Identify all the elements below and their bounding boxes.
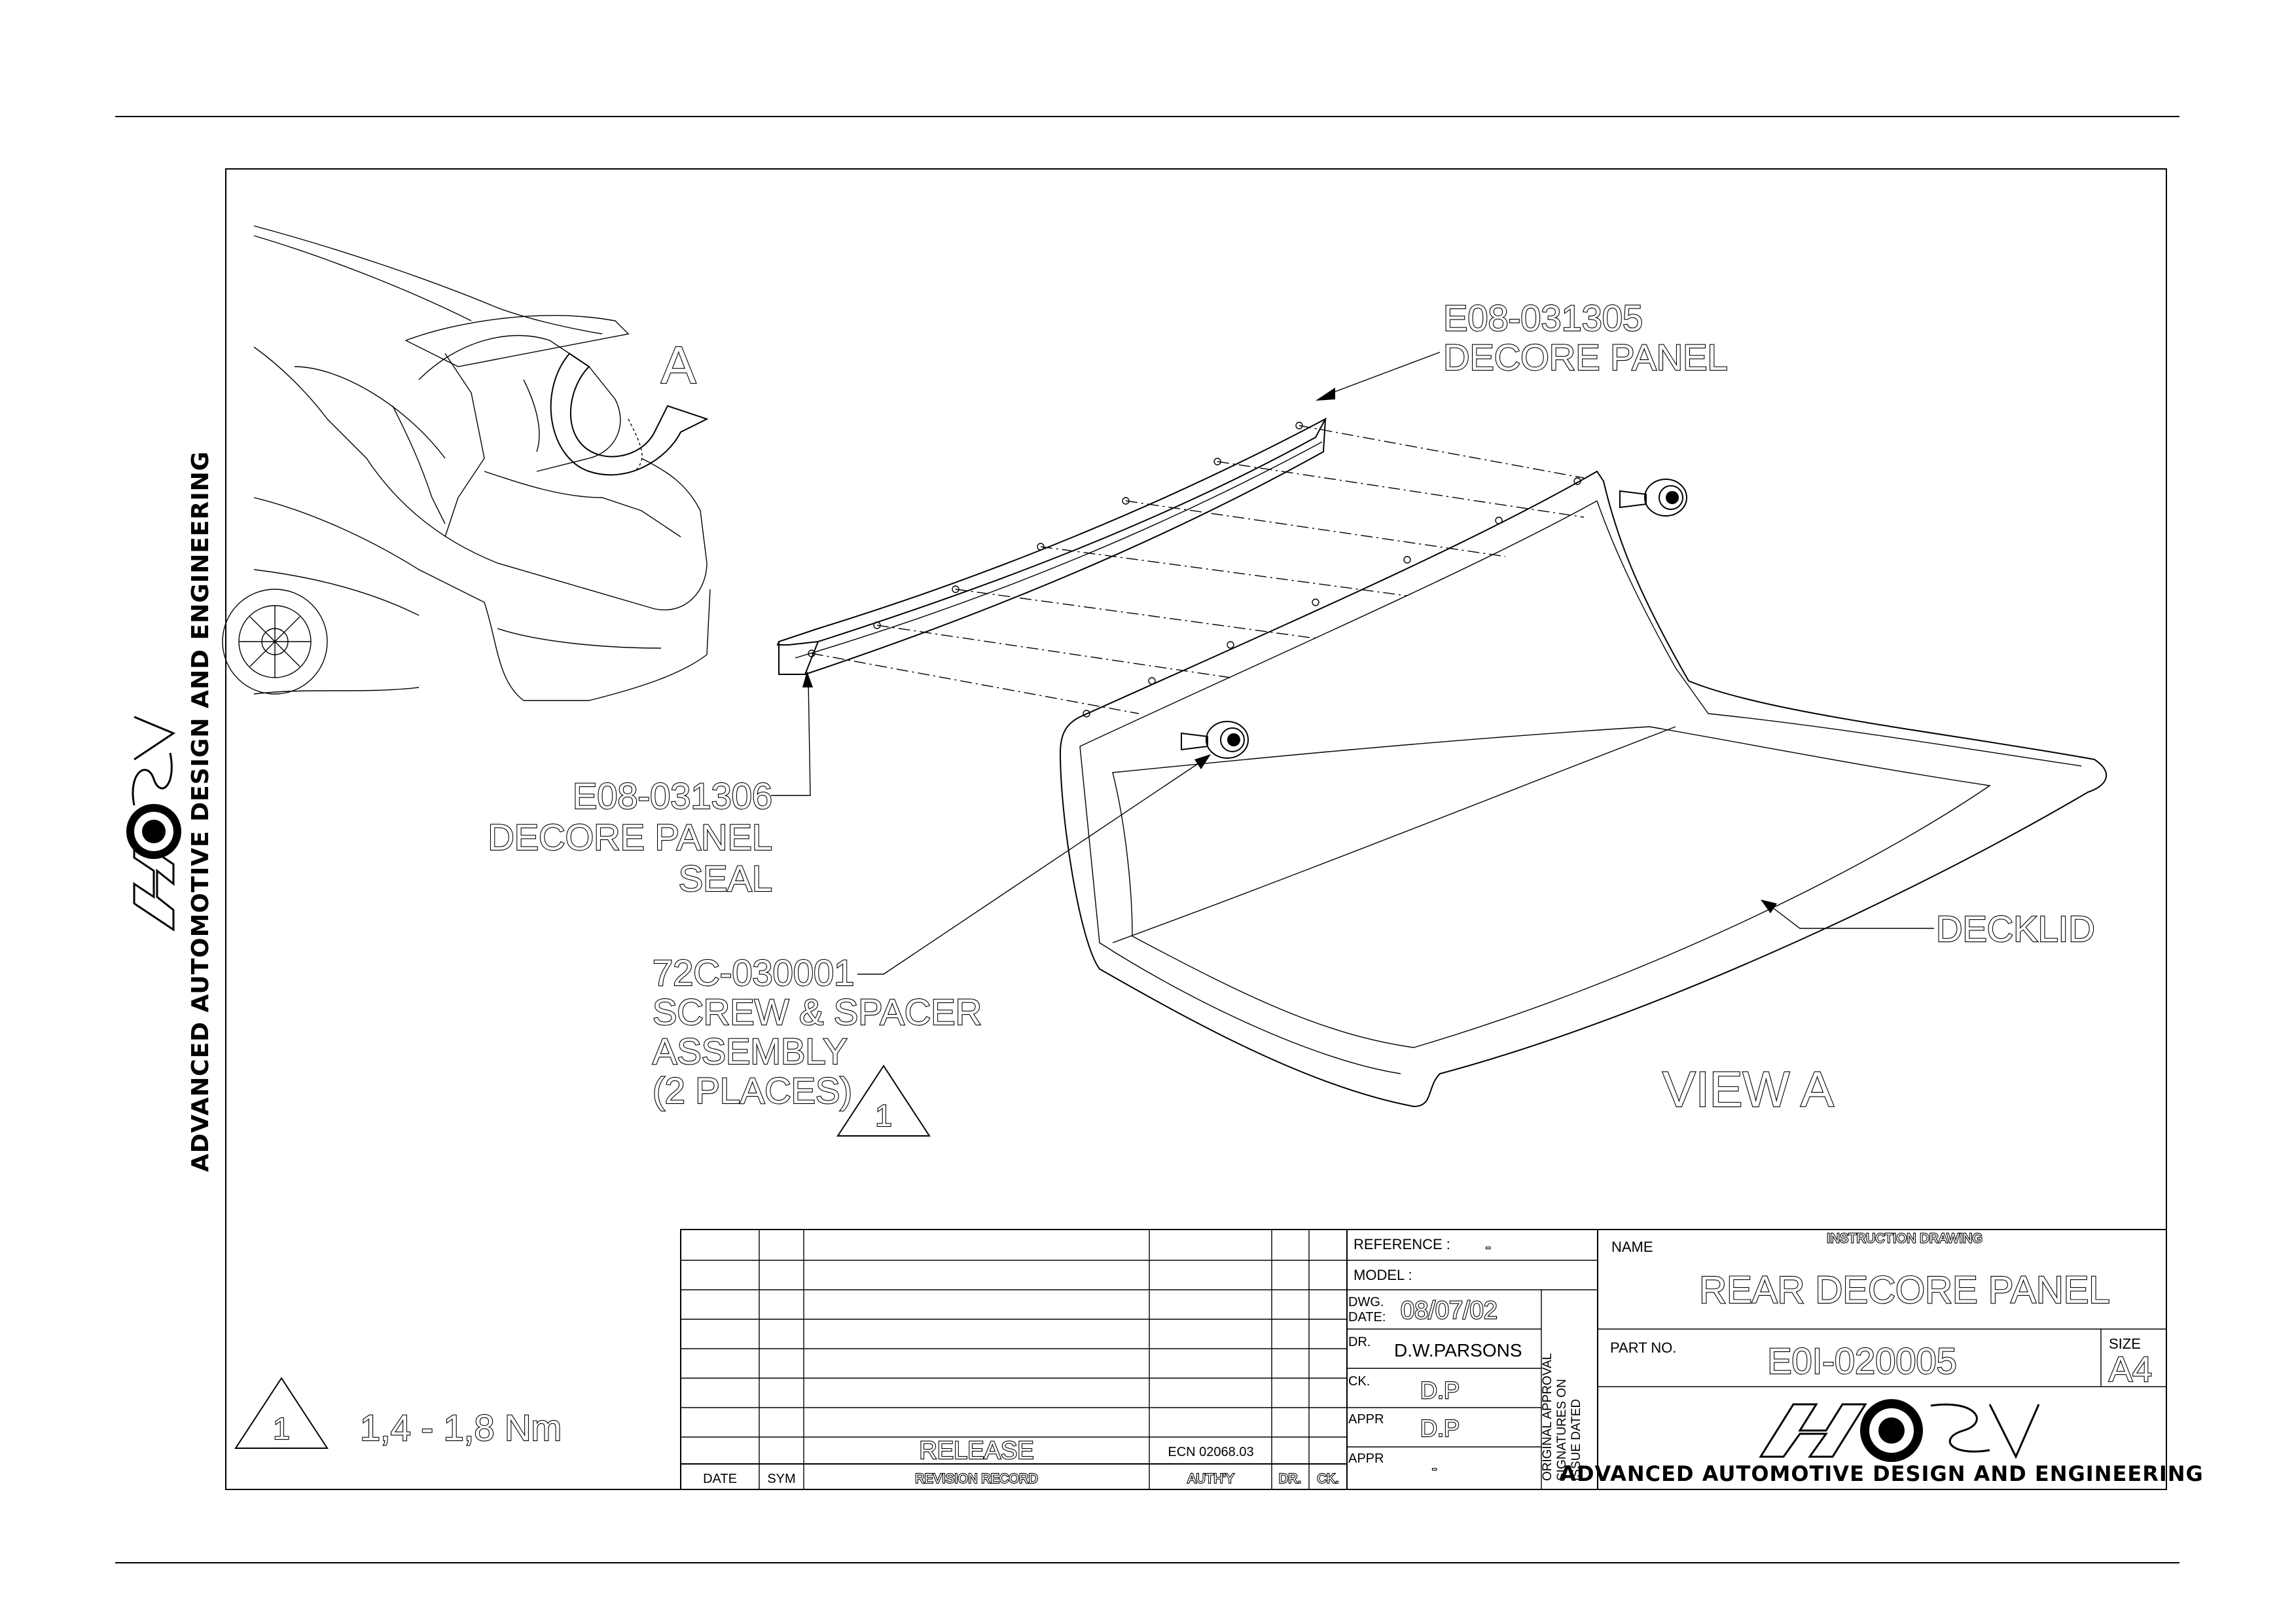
- hsv-h-icon: [1759, 1403, 1867, 1458]
- rev-header-date: DATE: [703, 1472, 737, 1486]
- appr1-value: D.P: [1420, 1415, 1460, 1442]
- torque-value: 1,4 - 1,8 Nm: [360, 1407, 562, 1448]
- decore-panel-part-number: E08-031305: [1443, 297, 1643, 338]
- seal-part-number: E08-031306: [573, 775, 772, 816]
- rev-header-dr: DR.: [1279, 1472, 1301, 1486]
- dr-value: D.W.PARSONS: [1394, 1340, 1522, 1360]
- alignment-lines: [811, 425, 1585, 714]
- screw-name-line3: (2 PLACES): [653, 1070, 852, 1111]
- rev-row-record: RELEASE: [919, 1437, 1033, 1465]
- appr2-value: -: [1432, 1460, 1437, 1476]
- side-branding: ADVANCED AUTOMOTIVE DESIGN AND ENGINEERI…: [187, 451, 214, 1172]
- screw-spacer-left: [1181, 721, 1249, 759]
- dr-label: DR.: [1348, 1335, 1371, 1349]
- svg-text:ORIGINAL APPROVAL: ORIGINAL APPROVAL: [1541, 1353, 1554, 1481]
- seal-name-line1: DECORE PANEL: [488, 816, 772, 858]
- rev-header-auth: AUTH'Y: [1187, 1472, 1234, 1486]
- approval-note: ORIGINAL APPROVAL SIGNATURES ON ISSUE DA…: [1541, 1353, 1583, 1481]
- decore-panel-part: [776, 417, 1327, 675]
- screw-name-line1: SCREW & SPACER: [653, 991, 982, 1032]
- title-block: [1597, 1229, 2167, 1490]
- svg-text:SIGNATURES ON: SIGNATURES ON: [1555, 1379, 1569, 1481]
- panel-holes: [808, 422, 1303, 657]
- rev-header-record: REVISION RECORD: [915, 1472, 1038, 1486]
- arrowhead-icon: [1316, 388, 1335, 401]
- part-no-label: PART NO.: [1610, 1340, 1676, 1356]
- screw-part-number: 72C-030001: [653, 952, 854, 993]
- part-no-value: E0I-020005: [1767, 1340, 1957, 1381]
- screw-name-line2: ASSEMBLY: [653, 1030, 848, 1072]
- hsv-sv-icon: [1930, 1403, 2040, 1459]
- appr1-label: APPR: [1348, 1412, 1384, 1427]
- ck-value: D.P: [1420, 1377, 1460, 1404]
- rev-row-auth: ECN 02068.03: [1168, 1445, 1253, 1459]
- reference-label: REFERENCE :: [1354, 1236, 1450, 1252]
- torque-flag-triangle: 1: [234, 1377, 329, 1449]
- side-logo: [126, 716, 181, 932]
- screw-spacer-right: [1619, 479, 1687, 517]
- name-label: NAME: [1611, 1239, 1653, 1255]
- reference-value: -: [1486, 1239, 1490, 1255]
- decklid-holes: [1083, 477, 1581, 718]
- revision-table: [680, 1229, 1348, 1490]
- decklid-label: DECKLID: [1936, 908, 2095, 949]
- decore-panel-name: DECORE PANEL: [1443, 337, 1728, 378]
- dwg-date-label-1: DWG.: [1348, 1295, 1384, 1309]
- model-label: MODEL :: [1354, 1267, 1412, 1283]
- view-letter: A: [661, 336, 696, 394]
- decklid-part: [1059, 470, 2108, 1108]
- size-label: SIZE: [2109, 1336, 2141, 1352]
- size-value: A4: [2109, 1350, 2152, 1389]
- svg-text:ISSUE DATED: ISSUE DATED: [1570, 1399, 1583, 1481]
- view-a-caption: VIEW A: [1662, 1062, 1834, 1118]
- seal-name-line2: SEAL: [679, 858, 772, 899]
- appr2-label: APPR: [1348, 1451, 1384, 1466]
- screw-flag-triangle: 1: [836, 1065, 931, 1137]
- dwg-date-label-2: DATE:: [1348, 1310, 1386, 1324]
- rev-header-sym: SYM: [767, 1472, 795, 1486]
- drawing-type: INSTRUCTION DRAWING: [1827, 1231, 1982, 1246]
- side-brand-text: ADVANCED AUTOMOTIVE DESIGN AND ENGINEERI…: [187, 451, 214, 1172]
- ck-label: CK.: [1348, 1374, 1370, 1389]
- title-block-brand: ADVANCED AUTOMOTIVE DESIGN AND ENGINEERI…: [1560, 1461, 2204, 1486]
- drawing-name: REAR DECORE PANEL: [1699, 1269, 2109, 1311]
- dwg-date-value: 08/07/02: [1401, 1297, 1498, 1324]
- approval-block: [1346, 1229, 1598, 1490]
- svg-text:1: 1: [273, 1412, 290, 1446]
- title-block-logo: [1759, 1399, 2040, 1462]
- svg-text:1: 1: [875, 1099, 892, 1133]
- rev-header-ck: CK.: [1317, 1472, 1338, 1486]
- leader-lines: [771, 352, 1934, 975]
- car-rear-sketch: [222, 225, 711, 701]
